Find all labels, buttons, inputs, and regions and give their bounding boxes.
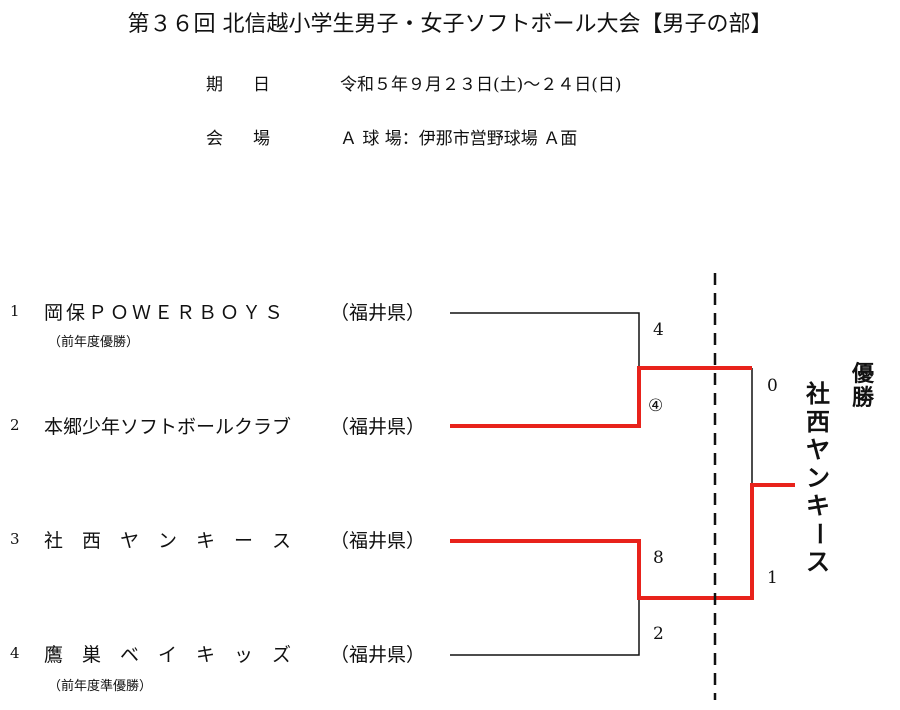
- team-1-note: （前年度優勝）: [48, 335, 140, 350]
- team-3-pref: （福井県）: [330, 530, 426, 552]
- score-final-bottom: 1: [767, 568, 778, 588]
- team-4-pref: （福井県）: [330, 644, 426, 666]
- score-final-top: 0: [767, 376, 778, 396]
- winner-name-char: ー: [804, 522, 833, 546]
- bracket-line-team3-win: [450, 483, 795, 600]
- winner-heading-char: 勝: [851, 385, 874, 411]
- team-2-seed: 2: [10, 416, 20, 434]
- bracket-line-team4: [450, 598, 640, 656]
- bracket-line-team1: [450, 312, 640, 370]
- score-match1-team1: 4: [653, 320, 664, 340]
- team-1-name: 岡保ＰＯＷＥＲＢＯＹＳ: [44, 302, 287, 324]
- team-4-name: 鷹 巣 ベ イ キ ッ ズ: [44, 644, 292, 666]
- score-match2-team3: 8: [653, 548, 664, 568]
- winner-name-char: 西: [806, 407, 830, 436]
- winner-name-char: ス: [806, 547, 830, 576]
- venue-label: 会場: [206, 129, 300, 149]
- winner-heading: 優 勝: [851, 362, 875, 410]
- venue-value: Ａ 球 場：伊那市営野球場 Ａ面: [340, 129, 578, 149]
- winner-name-char: ヤ: [806, 435, 830, 464]
- team-1-pref: （福井県）: [330, 302, 426, 324]
- bracket-line-team2-win: [450, 366, 752, 428]
- score-match2-team4: 2: [653, 624, 664, 644]
- team-2-name: 本郷少年ソフトボールクラブ: [44, 416, 292, 438]
- winner-name-char: ン: [806, 463, 830, 492]
- team-2-pref: （福井県）: [330, 416, 426, 438]
- team-4-seed: 4: [10, 644, 20, 662]
- score-match1-team2: ④: [648, 396, 664, 416]
- winner-name-char: 社: [806, 379, 830, 408]
- team-3-seed: 3: [10, 530, 20, 548]
- date-label: 期日: [206, 75, 300, 95]
- team-4-note: （前年度準優勝）: [48, 679, 153, 694]
- winner-name-char: キ: [806, 491, 830, 520]
- winner-name: 社 西 ヤ ン キ ー ス: [804, 379, 833, 576]
- team-3-name: 社 西 ヤ ン キ ー ス: [44, 530, 292, 552]
- page-title: 第３６回 北信越小学生男子・女子ソフトボール大会【男子の部】: [127, 12, 773, 37]
- date-value: 令和５年９月２３日(土)～２４日(日): [340, 75, 622, 95]
- team-1-seed: 1: [10, 302, 20, 320]
- winner-heading-char: 優: [851, 361, 874, 387]
